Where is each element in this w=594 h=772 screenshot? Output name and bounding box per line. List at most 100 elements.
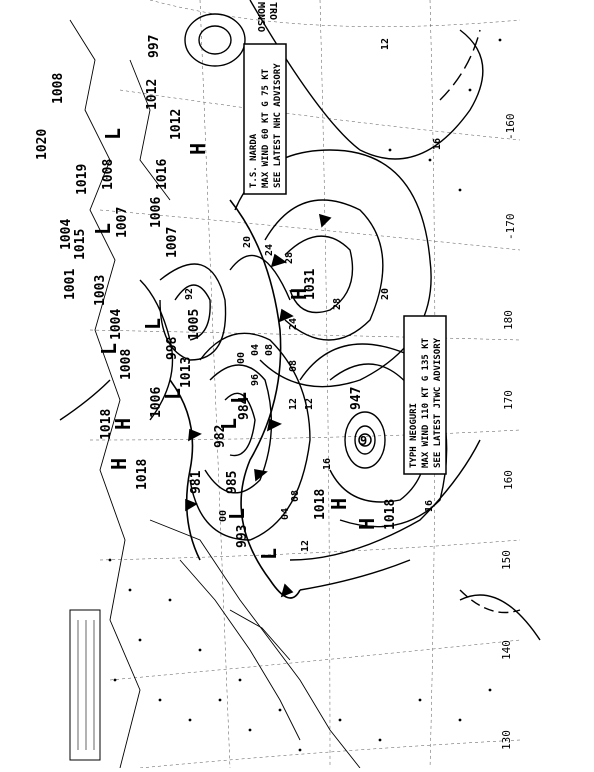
grid-label: 150 <box>500 550 513 570</box>
coastline <box>69 19 361 769</box>
low-center: L <box>257 548 281 560</box>
pressure-label: 1003 <box>93 275 108 306</box>
grid-label: 160 <box>502 470 515 490</box>
pressure-label: 1008 <box>51 73 66 104</box>
neoguri-line-1: TYPH NEOGURI <box>409 403 419 468</box>
isobar-tag: 00 <box>218 510 229 522</box>
isobar-tag: 16 <box>322 458 333 470</box>
narda-line-1: T.S. NARDA <box>249 133 259 188</box>
grid-label: 180 <box>502 310 515 330</box>
isobar-tag: 12 <box>304 398 315 410</box>
pressure-label: 998 <box>165 336 180 360</box>
isobar-tag: 12 <box>288 398 299 410</box>
fronts <box>169 199 332 599</box>
station-plots <box>93 38 502 752</box>
isobar-tag: 16 <box>424 500 435 512</box>
pressure-label: 1012 <box>145 79 160 110</box>
high-center: H <box>186 143 210 155</box>
grid-label: -160 <box>504 114 517 141</box>
low-center: L <box>227 392 251 404</box>
pressure-label: 1008 <box>119 349 134 380</box>
isobar-tag: 28 <box>284 252 295 264</box>
pressure-label: 1019 <box>75 164 90 195</box>
grid-label: 140 <box>500 640 513 660</box>
low-center: L <box>91 223 115 235</box>
isobar-tag: 92 <box>184 288 195 300</box>
narda-line-2: MAX WIND 60 KT G 75 KT <box>261 68 271 188</box>
pressure-label: 1018 <box>383 499 398 530</box>
pressure-label: 1018 <box>99 409 114 440</box>
pressure-label: 1006 <box>149 387 164 418</box>
low-center: L <box>161 388 185 400</box>
pressure-label: 1006 <box>149 197 164 228</box>
low-center: L <box>101 128 125 140</box>
high-center: H <box>327 498 351 510</box>
pressure-label: 1013 <box>179 357 194 388</box>
corner-text-line: TRO <box>267 2 278 20</box>
isobar-tag: 20 <box>242 236 253 248</box>
low-centers: L L L L L L L L L <box>91 128 281 560</box>
grid-label: 130 <box>500 730 513 750</box>
typhoon-symbol: 9 <box>358 433 372 448</box>
isobar-tag: 16 <box>432 138 443 150</box>
corner-text-line: MONSO <box>255 2 266 32</box>
pressure-label: 982 <box>213 425 228 448</box>
low-center: L <box>141 318 165 330</box>
low-center: L <box>225 508 249 520</box>
pressure-label: 997 <box>147 35 162 58</box>
isobar-tag: 08 <box>264 344 275 356</box>
isobar-tag: 24 <box>288 318 299 330</box>
pressure-label: 1001 <box>63 269 78 300</box>
isobar-tag: 20 <box>380 288 391 300</box>
pressure-label: 981 <box>189 470 204 494</box>
high-center: H <box>287 288 311 300</box>
isobar-tag: 12 <box>380 38 391 50</box>
corner-text: MONSO TRO <box>255 2 278 32</box>
isobar-tag: 28 <box>332 298 343 310</box>
neoguri-line-3: SEE LATEST JTWC ADVISORY <box>433 337 443 468</box>
neoguri-line-2: MAX WIND 110 KT G 135 KT <box>421 337 431 468</box>
isobar-tag: 96 <box>250 374 261 386</box>
grid-label: -170 <box>504 214 517 241</box>
pressure-label: 947 <box>349 387 364 410</box>
graticule <box>89 0 521 769</box>
pressure-label: 1012 <box>169 109 184 140</box>
isobar-tag: 24 <box>264 244 275 256</box>
pressure-label: 1004 <box>59 219 74 250</box>
pressure-label: 1031 <box>303 269 318 300</box>
pressure-label: 1020 <box>35 129 50 160</box>
pressure-label: 1018 <box>313 489 328 520</box>
narda-advisory-box: T.S. NARDA MAX WIND 60 KT G 75 KT SEE LA… <box>243 43 287 195</box>
isobar-tag: 08 <box>290 490 301 502</box>
pressure-label: 1004 <box>109 309 124 340</box>
pressure-label: 993 <box>235 525 250 548</box>
high-center: H <box>355 518 379 530</box>
neoguri-advisory-box: TYPH NEOGURI MAX WIND 110 KT G 135 KT SE… <box>403 315 447 475</box>
pressure-label: 1008 <box>101 159 116 190</box>
isobar-tag: 08 <box>288 360 299 372</box>
pressure-label: 985 <box>225 471 240 494</box>
isobar-tag: 04 <box>250 344 261 356</box>
isobar-tag: 04 <box>280 508 291 520</box>
isobars <box>59 0 541 641</box>
isobar-tag: 12 <box>300 540 311 552</box>
pressure-label: 1007 <box>115 207 130 238</box>
pressure-label: 984 <box>237 396 252 420</box>
pressure-label: 1018 <box>135 459 150 490</box>
grid-labels: -160 -170 180 170 160 150 140 130 <box>500 114 517 751</box>
narda-line-3: SEE LATEST NHC ADVISORY <box>273 63 283 188</box>
low-center: L <box>97 343 121 355</box>
isobar-tag: 00 <box>236 352 247 364</box>
pressure-label: 1015 <box>73 229 88 260</box>
pressure-labels: 997 1008 1020 1012 1019 1008 1016 1012 1… <box>35 35 398 548</box>
low-center: L <box>217 418 241 430</box>
high-center: H <box>107 458 131 470</box>
pressure-label: 1016 <box>155 159 170 190</box>
storm-symbol-glyph: 9 <box>360 434 367 448</box>
high-centers: H H H H H H <box>107 143 379 530</box>
chart-legend-box <box>69 609 101 761</box>
pressure-label: 1005 <box>187 309 202 340</box>
high-center: H <box>111 418 135 430</box>
